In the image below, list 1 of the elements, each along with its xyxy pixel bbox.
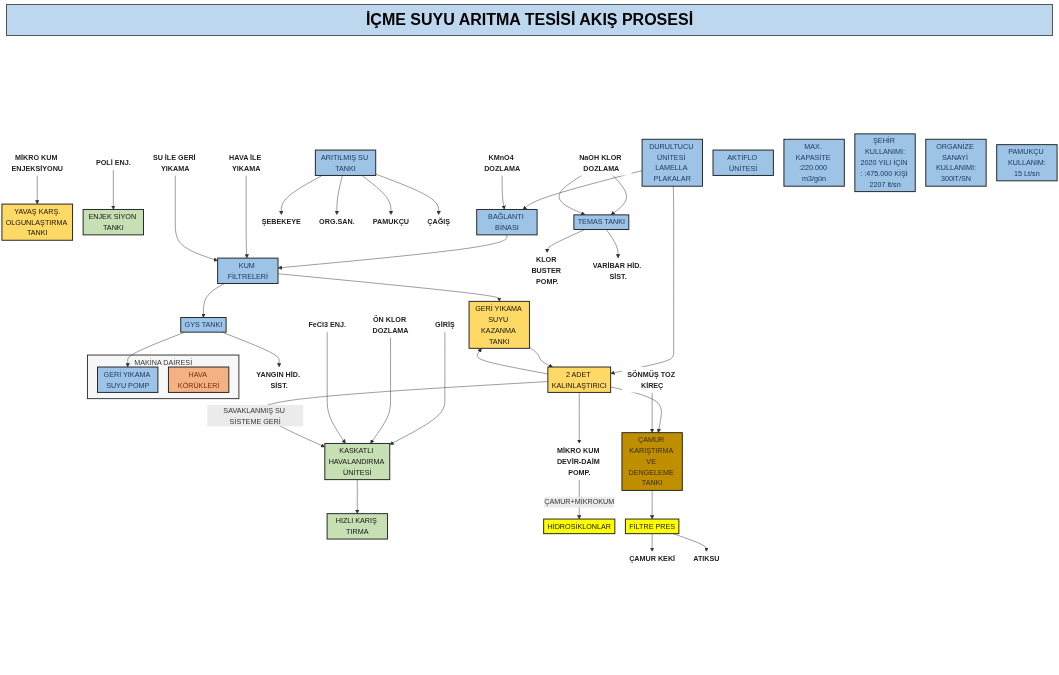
diagram-title: İÇME SUYU ARITMA TESİSİ AKIŞ PROSESİ	[6, 4, 1053, 36]
